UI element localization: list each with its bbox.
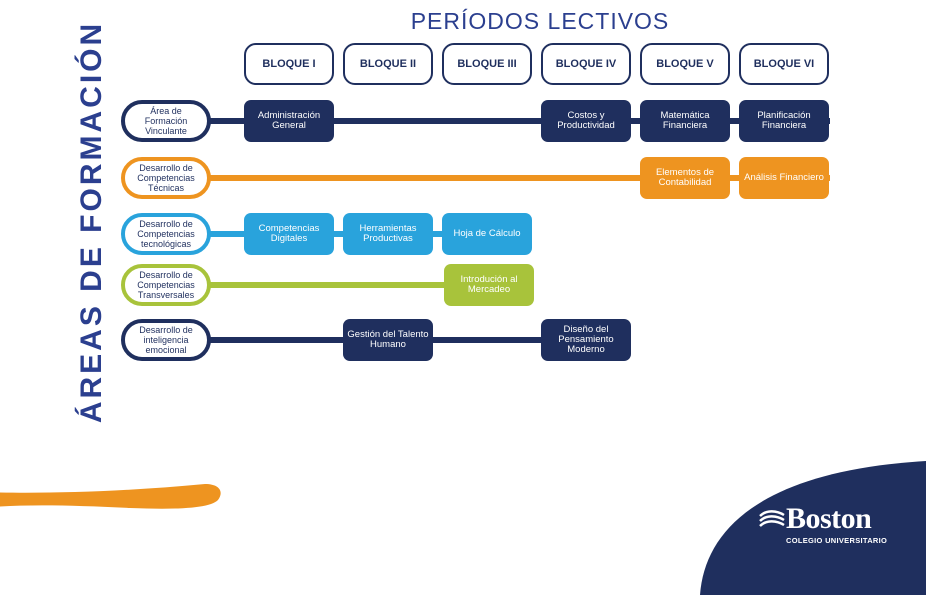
page-title: PERÍODOS LECTIVOS [410, 8, 670, 34]
area-pill-tecnicas: Desarrollo de Competencias Técnicas [121, 157, 211, 199]
boston-logo-wordmark: Boston [786, 502, 872, 535]
course-analisis-financiero: Análisis Financiero [739, 157, 829, 199]
area-pill-tecnologicas: Desarrollo de Competencias tecnológicas [121, 213, 211, 255]
bloque-header-4: BLOQUE IV [541, 43, 631, 85]
boston-logo-icon [759, 510, 785, 527]
row-connector-vinculante [200, 118, 830, 124]
boston-logo-subtitle: COLEGIO UNIVERSITARIO [786, 536, 888, 545]
course-administracion-general: Administración General [244, 100, 334, 142]
course-herramientas-productivas: Herramientas Productivas [343, 213, 433, 255]
area-pill-transversales: Desarrollo de Competencias Transversales [121, 264, 211, 306]
bloque-header-1: BLOQUE I [244, 43, 334, 85]
course-introducion-mercadeo: Introdución al Mercadeo [444, 264, 534, 306]
brush-stroke-decoration [0, 484, 221, 509]
bloque-header-3: BLOQUE III [442, 43, 532, 85]
bloque-header-2: BLOQUE II [343, 43, 433, 85]
course-matematica-financiera: Matemática Financiera [640, 100, 730, 142]
row-connector-transversales [200, 282, 532, 288]
vertical-title: ÁREAS DE FORMACIÓN [75, 20, 108, 424]
area-pill-vinculante: Área de Formación Vinculante [121, 100, 211, 142]
course-diseno-pensamiento-moderno: Diseño del Pensamiento Moderno [541, 319, 631, 361]
course-planificacion-financiera: Planificación Financiera [739, 100, 829, 142]
course-elementos-contabilidad: Elementos de Contabilidad [640, 157, 730, 199]
row-connector-tecnicas [200, 175, 830, 181]
course-competencias-digitales: Competencias Digitales [244, 213, 334, 255]
area-pill-emocional: Desarrollo de inteligencia emocional [121, 319, 211, 361]
course-gestion-talento-humano: Gestión del Talento Humano [343, 319, 433, 361]
bloque-header-6: BLOQUE VI [739, 43, 829, 85]
bloque-header-5: BLOQUE V [640, 43, 730, 85]
course-costos-productividad: Costos y Productividad [541, 100, 631, 142]
course-hoja-calculo: Hoja de Cálculo [442, 213, 532, 255]
